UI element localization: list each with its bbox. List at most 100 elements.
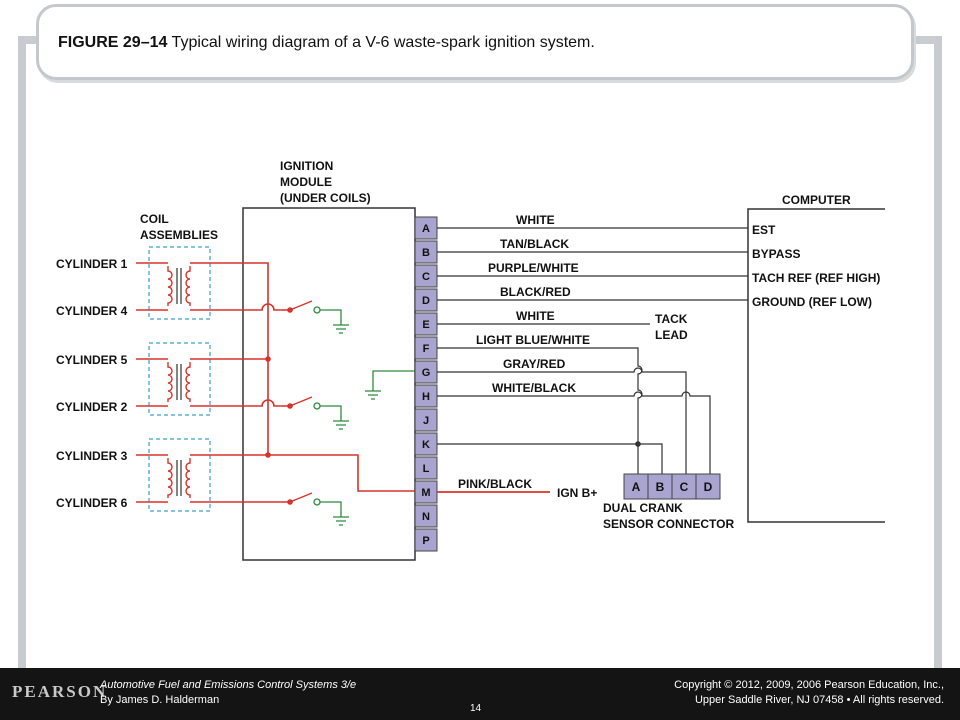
footer-bar xyxy=(0,668,960,720)
sensor-pin-c xyxy=(671,473,697,500)
module-pin-label-a: A xyxy=(422,223,430,235)
sensor-label-line2: SENSOR CONNECTOR xyxy=(603,517,734,531)
book-author: By James D. Halderman xyxy=(100,694,220,706)
frame-left xyxy=(18,36,26,670)
sensor-label-line1: DUAL CRANK xyxy=(603,501,683,515)
cylinder-2-label: CYLINDER 2 xyxy=(56,400,128,414)
cylinder-3-label: CYLINDER 3 xyxy=(56,449,128,463)
cylinder-1-label: CYLINDER 1 xyxy=(56,257,128,271)
module-pin-label-m: M xyxy=(421,487,430,499)
sensor-connector: A B C D xyxy=(623,473,721,500)
ground-2 xyxy=(320,405,349,430)
ign-b-plus-label: IGN B+ xyxy=(557,486,597,500)
module-pin-label-d: D xyxy=(422,295,430,307)
module-pin-j xyxy=(414,408,438,432)
module-pin-label-e: E xyxy=(422,319,429,331)
module-pin-label-b: B xyxy=(422,247,430,259)
coil-1-primary xyxy=(167,266,173,306)
wire-label-black-red: BLACK/RED xyxy=(500,285,571,299)
page-number: 14 xyxy=(470,703,482,714)
frame-top-left xyxy=(18,36,38,44)
computer-terminal-bypass: BYPASS xyxy=(752,247,800,261)
book-title: Automotive Fuel and Emissions Control Sy… xyxy=(100,679,357,691)
module-pin-label-p: P xyxy=(422,535,429,547)
wire-pin-k xyxy=(437,443,663,474)
wire-label-gray-red: GRAY/RED xyxy=(503,357,566,371)
coil-1-secondary xyxy=(185,266,191,306)
cylinder-6-label: CYLINDER 6 xyxy=(56,496,128,510)
module-pin-label-h: H xyxy=(422,391,430,403)
slide-title: FIGURE 29–14 Typical wiring diagram of a… xyxy=(58,34,595,52)
ground-pin-g xyxy=(365,370,415,400)
sensor-pin-label-b: B xyxy=(656,480,665,494)
module-label-line3: (UNDER COILS) xyxy=(280,191,371,205)
wire-label-pink-black: PINK/BLACK xyxy=(458,477,532,491)
module-pin-label-n: N xyxy=(422,511,430,523)
cylinder-5-label: CYLINDER 5 xyxy=(56,353,128,367)
ground-3 xyxy=(320,501,349,526)
sensor-pin-label-c: C xyxy=(680,480,689,494)
wire-pin-f xyxy=(437,347,643,474)
ignition-module-box xyxy=(242,207,416,561)
sensor-pin-d xyxy=(695,473,721,500)
coil-3-primary xyxy=(167,458,173,498)
module-label-line2: MODULE xyxy=(280,175,332,189)
switch-2-arm xyxy=(289,396,313,407)
coil-1-switch-wire xyxy=(190,303,290,311)
wire-pin-h xyxy=(437,391,711,474)
computer-terminal-est: EST xyxy=(752,223,776,237)
wire-label-purple-white: PURPLE/WHITE xyxy=(488,261,579,275)
frame-top-right xyxy=(912,36,942,44)
publisher-logo: PEARSON xyxy=(12,682,108,701)
module-pin-p xyxy=(414,528,438,552)
coil-box-2 xyxy=(148,342,211,416)
coil-2-secondary xyxy=(185,362,191,402)
tack-lead-label-line2: LEAD xyxy=(655,328,688,342)
wire-pin-g xyxy=(437,367,687,474)
switch-3-pivot xyxy=(287,499,293,505)
sensor-pin-label-d: D xyxy=(704,480,713,494)
coil-box-3 xyxy=(148,438,211,512)
rights-line: Upper Saddle River, NJ 07458 • All right… xyxy=(694,694,944,706)
switch-1-contact xyxy=(313,306,321,314)
module-pin-label-g: G xyxy=(422,367,431,379)
coil-label-line1: COIL xyxy=(140,212,169,226)
sensor-pin-label-a: A xyxy=(632,480,641,494)
switch-3-arm xyxy=(289,492,313,503)
computer-box xyxy=(747,208,885,523)
junction-dot-k xyxy=(635,441,641,447)
wire-label-light-blue-white: LIGHT BLUE/WHITE xyxy=(476,333,590,347)
sensor-pin-a xyxy=(623,473,649,500)
module-pin-label-k: K xyxy=(422,439,430,451)
module-pin-label-j: J xyxy=(423,415,429,427)
junction-dot-1 xyxy=(265,356,271,362)
coil-1-primary-wiring xyxy=(190,262,269,456)
coil-2-switch-wire xyxy=(190,399,290,407)
wire-label-white-black: WHITE/BLACK xyxy=(492,381,576,395)
junction-dot-2 xyxy=(265,452,271,458)
coil-2-primary xyxy=(167,362,173,402)
copyright-line: Copyright © 2012, 2009, 2006 Pearson Edu… xyxy=(674,679,944,691)
switch-2-contact xyxy=(313,402,321,410)
computer-terminal-tach-ref: TACH REF (REF HIGH) xyxy=(752,271,880,285)
ground-1 xyxy=(320,309,349,334)
module-label-line1: IGNITION xyxy=(280,159,333,173)
module-pin-l xyxy=(414,456,438,480)
coil-label-line2: ASSEMBLIES xyxy=(140,228,218,242)
figure-caption: Typical wiring diagram of a V-6 waste-sp… xyxy=(167,34,595,51)
switch-2-pivot xyxy=(287,403,293,409)
module-pin-n xyxy=(414,504,438,528)
switch-1-pivot xyxy=(287,307,293,313)
computer-terminal-ground: GROUND (REF LOW) xyxy=(752,295,872,309)
title-box xyxy=(36,4,914,80)
figure-number: FIGURE 29–14 xyxy=(58,34,168,51)
tack-lead-label-line1: TACK xyxy=(655,312,688,326)
coil-box-1 xyxy=(148,246,211,320)
frame-right xyxy=(934,36,942,670)
wire-label-tan-black: TAN/BLACK xyxy=(500,237,569,251)
coil-3-secondary xyxy=(185,458,191,498)
cylinder-4-label: CYLINDER 4 xyxy=(56,304,128,318)
module-pin-label-c: C xyxy=(422,271,430,283)
module-pin-label-l: L xyxy=(423,463,430,475)
